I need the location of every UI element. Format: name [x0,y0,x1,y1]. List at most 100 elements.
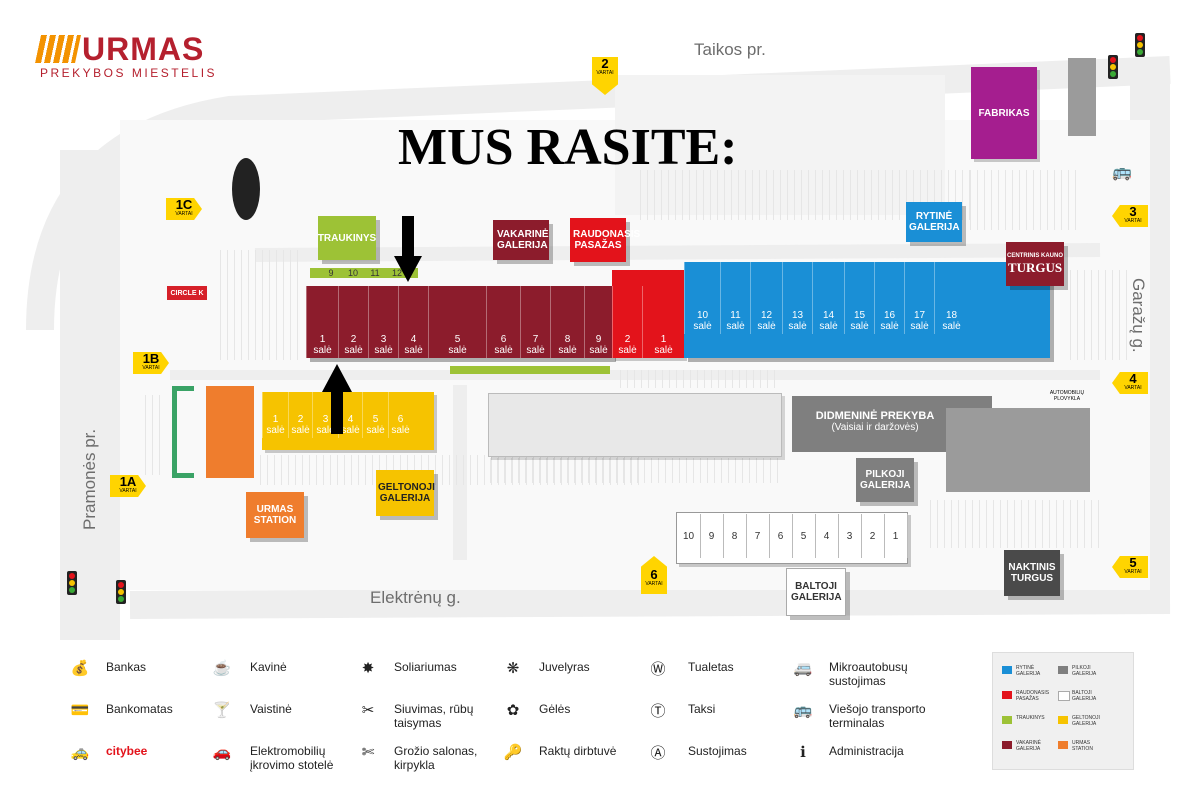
baltoji-hall-number[interactable]: 1 [884,514,908,558]
legend-label: Vaistinė [250,702,292,716]
circle-k[interactable]: CIRCLE K [167,286,207,300]
hall-number: 9 [595,334,602,345]
baltoji-hall-number[interactable]: 8 [723,514,747,558]
car-icon: 🚕 [70,744,90,761]
color-swatch-label: RYTINĖ GALERIJA [1016,665,1041,677]
turgus-label: TURGUS [1007,260,1063,275]
hall-label: salė [366,425,385,436]
raudonasis-tag[interactable]: RAUDONASIS PASAŽAS [570,218,640,262]
baltoji-hall-number[interactable]: 3 [838,514,862,558]
color-swatch [1058,666,1068,674]
baltoji-hall-number[interactable]: 5 [792,514,816,558]
legend-label: Sustojimas [688,744,747,758]
vakarine-tag[interactable]: VAKARINĖ GALERIJA [493,220,549,260]
traukinys-tag[interactable]: TRAUKINYS [318,216,376,260]
color-swatch-label: BALTOJI GALERIJA [1072,690,1097,702]
bus-icon: 🚌 [793,702,813,719]
fabrikas-building[interactable]: FABRIKAS [971,67,1037,159]
geltonoji-tag[interactable]: GELTONOJI GALERIJA [376,470,435,516]
color-swatch-label: RAUDONASIS PASAŽAS [1016,690,1050,702]
baltoji-hall-number[interactable]: 6 [769,514,793,558]
baltoji-hall-number[interactable]: 4 [815,514,839,558]
turgus-tag[interactable]: CENTRINIS KAUNO TURGUS [1006,242,1064,286]
logo-mark [35,35,81,63]
traukinys-strip[interactable] [310,268,418,278]
hall-label: salė [589,345,608,356]
station-canopy [172,386,194,478]
hall-number: 3 [380,334,387,345]
station-tag[interactable]: URMAS STATION [246,492,304,538]
hall-number: 6 [500,334,507,345]
pharmacy-icon: 🍸 [212,702,232,719]
baltoji-hall-number[interactable]: 9 [700,514,724,558]
baltoji-hall-number[interactable]: 7 [746,514,770,558]
baltoji-tag[interactable]: BALTOJI GALERIJA [786,568,846,616]
baltoji-hall-number[interactable]: 10 [677,514,701,558]
turgus-subtitle: CENTRINIS KAUNO [1006,253,1063,259]
rytine-tag[interactable]: RYTINĖ GALERIJA [906,202,962,242]
traffic-light-icon [1108,55,1118,79]
color-swatch-label: GELTONOJI GALERIJA [1072,715,1100,727]
legend-label: Siuvimas, rūbų taisymas [394,702,474,730]
hall-number: 15 [853,310,866,321]
legend-label: Soliariumas [394,660,457,674]
traukinys-halls: 9 10 11 12 [320,268,408,278]
hall-label: salė [291,425,310,436]
hall-label: salė [942,321,961,332]
hall-label: salė [618,345,637,356]
didmenine-label-box[interactable]: DIDMENINĖ PREKYBA (Vaisiai ir daržovės) [800,406,950,436]
vakarine-building [306,286,612,358]
key-icon: 🔑 [503,744,523,761]
train-hall-label: 9 [328,268,334,278]
station-label: URMAS STATION [253,504,297,526]
naktinis-tag[interactable]: NAKTINIS TURGUS [1004,550,1060,596]
legend-label: Grožio salonas, kirpykla [394,744,478,772]
legend-label: Mikroautobusų sustojimas [829,660,908,688]
road-elektrenu: Elektrėnų g. [370,588,461,607]
hall-label: salė [654,345,673,356]
hall-number: 6 [397,414,404,425]
parking-lot [620,370,780,388]
pilkoji-tag[interactable]: PILKOJI GALERIJA [856,458,914,502]
road-taikos: Taikos pr. [694,40,766,59]
parking-lot [145,395,165,475]
traffic-light-icon [67,571,77,595]
hall-number: 10 [696,310,709,321]
naktinis-label: NAKTINIS TURGUS [1008,562,1056,584]
baltoji-hall-number[interactable]: 2 [861,514,885,558]
hall-number: 4 [347,414,354,425]
hall-label: salė [850,321,869,332]
train-hall-label: 10 [347,268,358,278]
